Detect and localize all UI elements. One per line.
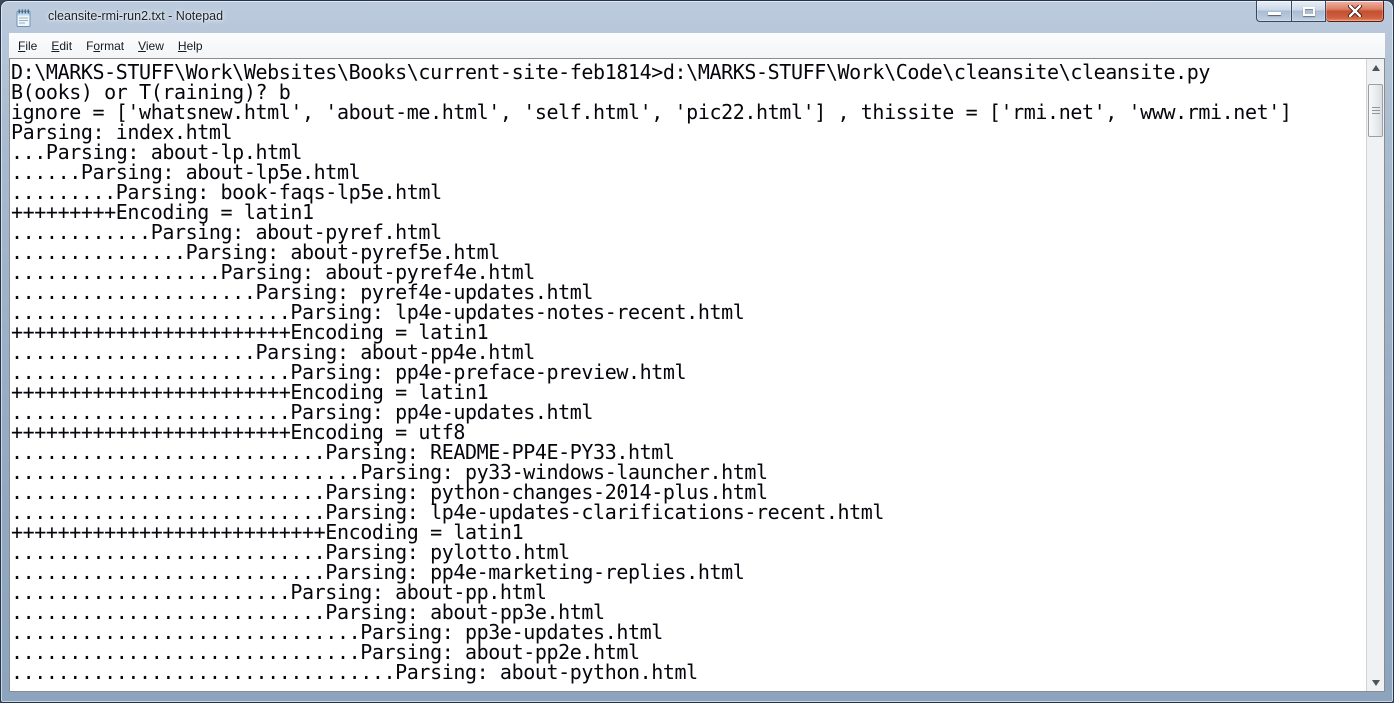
menu-bar: File Edit Format View Help: [9, 33, 1385, 58]
scrollbar-thumb[interactable]: [1368, 84, 1383, 137]
scroll-down-button[interactable]: [1367, 674, 1384, 691]
arrow-up-icon: [1371, 64, 1380, 71]
maximize-icon: [1302, 6, 1315, 16]
minimize-icon: [1267, 12, 1281, 15]
close-icon: [1347, 5, 1362, 17]
arrow-down-icon: [1371, 679, 1380, 686]
thumb-gripper-icon: [1371, 107, 1380, 115]
close-button[interactable]: [1326, 1, 1384, 22]
menu-help[interactable]: Help: [177, 38, 203, 53]
minimize-button[interactable]: [1256, 1, 1291, 22]
window-title: cleansite-rmi-run2.txt - Notepad: [48, 9, 224, 23]
menu-edit[interactable]: Edit: [51, 38, 73, 53]
notepad-icon[interactable]: [14, 8, 34, 28]
scroll-up-button[interactable]: [1367, 59, 1384, 76]
maximize-button[interactable]: [1291, 1, 1326, 22]
text-editor-area[interactable]: D:\MARKS-STUFF\Work\Websites\Books\curre…: [9, 58, 1385, 692]
title-bar[interactable]: cleansite-rmi-run2.txt - Notepad: [1, 1, 1393, 32]
menu-file[interactable]: File: [18, 38, 38, 53]
window-controls: [1256, 1, 1384, 22]
editor-text[interactable]: D:\MARKS-STUFF\Work\Websites\Books\curre…: [11, 62, 1292, 684]
vertical-scrollbar[interactable]: [1366, 59, 1384, 691]
menu-view[interactable]: View: [138, 38, 164, 53]
menu-format[interactable]: Format: [86, 38, 125, 53]
